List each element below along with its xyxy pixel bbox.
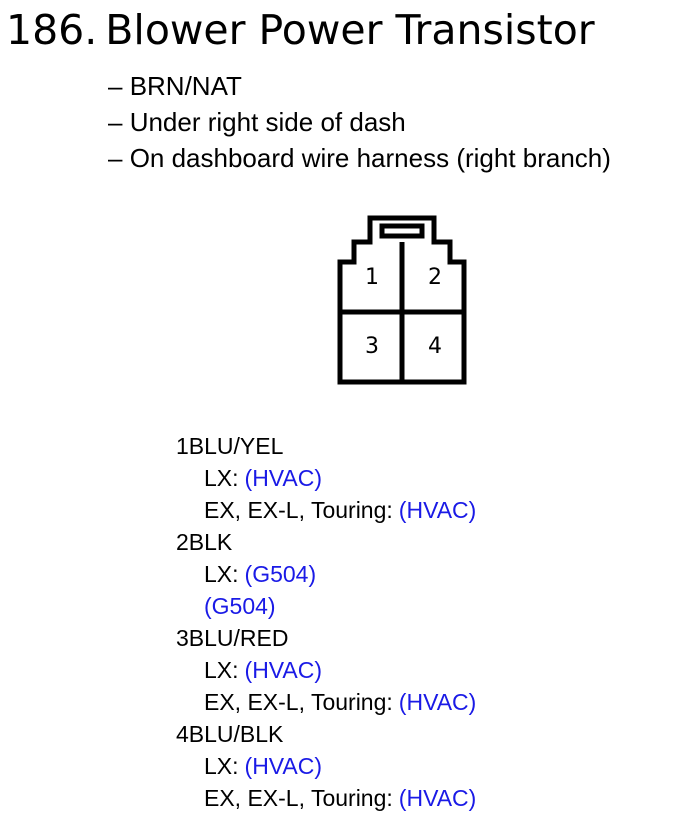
ref-link[interactable]: (HVAC) (398, 689, 477, 715)
pin-label-1: 1 (365, 265, 379, 290)
pin-header: 4BLU/BLK (176, 718, 476, 750)
ref-link[interactable]: (G504) (244, 561, 317, 587)
pin-wire-color: BLU/YEL (188, 433, 284, 459)
ref-link[interactable]: (HVAC) (244, 753, 323, 779)
pin-line: EX, EX-L, Touring:(HVAC) (176, 782, 476, 814)
pin-number: 4 (176, 721, 189, 747)
detail-color: BRN/NAT (108, 68, 611, 104)
trim-label: EX, EX-L, Touring: (204, 785, 393, 811)
pin-line: LX:(HVAC) (176, 750, 476, 782)
ref-link[interactable]: (G504) (204, 593, 276, 619)
connector-latch (379, 223, 425, 239)
pin-line: EX, EX-L, Touring:(HVAC) (176, 686, 476, 718)
pin-number: 2 (176, 529, 189, 555)
pin-number: 1 (176, 433, 189, 459)
trim-label: LX: (204, 465, 239, 491)
detail-location: Under right side of dash (108, 104, 611, 140)
connector-diagram: 1 2 3 4 (337, 215, 467, 385)
ref-link[interactable]: (HVAC) (244, 465, 323, 491)
ref-link[interactable]: (HVAC) (398, 785, 477, 811)
ref-link[interactable]: (HVAC) (244, 657, 323, 683)
pin-line: LX:(G504) (176, 558, 476, 590)
pin-entry-2: 2BLK LX:(G504) (G504) (176, 526, 476, 622)
pin-wire-color: BLU/RED (188, 625, 289, 651)
pin-header: 1BLU/YEL (176, 430, 476, 462)
ref-link[interactable]: (HVAC) (398, 497, 477, 523)
component-name: Blower Power Transistor (105, 6, 595, 54)
pin-number: 3 (176, 625, 189, 651)
pin-label-2: 2 (428, 265, 442, 290)
pin-label-3: 3 (365, 334, 379, 359)
pin-wire-color: BLU/BLK (188, 721, 284, 747)
pin-entry-3: 3BLU/RED LX:(HVAC) EX, EX-L, Touring:(HV… (176, 622, 476, 718)
connector-outline (337, 215, 467, 385)
pin-label-4: 4 (428, 334, 442, 359)
pin-entry-4: 4BLU/BLK LX:(HVAC) EX, EX-L, Touring:(HV… (176, 718, 476, 814)
trim-label: LX: (204, 753, 239, 779)
trim-label: EX, EX-L, Touring: (204, 497, 393, 523)
trim-label: LX: (204, 561, 239, 587)
pin-entry-1: 1BLU/YEL LX:(HVAC) EX, EX-L, Touring:(HV… (176, 430, 476, 526)
pin-line: LX:(HVAC) (176, 654, 476, 686)
pin-line: EX, EX-L, Touring:(HVAC) (176, 494, 476, 526)
trim-label: EX, EX-L, Touring: (204, 689, 393, 715)
pin-header: 3BLU/RED (176, 622, 476, 654)
detail-harness: On dashboard wire harness (right branch) (108, 140, 611, 176)
pin-line: LX:(HVAC) (176, 462, 476, 494)
pin-wire-color: BLK (188, 529, 233, 555)
page-title: 186.Blower Power Transistor (6, 4, 595, 56)
pin-list: 1BLU/YEL LX:(HVAC) EX, EX-L, Touring:(HV… (176, 430, 476, 814)
component-number: 186. (6, 6, 98, 54)
trim-label: LX: (204, 657, 239, 683)
pin-line: (G504) (176, 590, 476, 622)
component-details: BRN/NAT Under right side of dash On dash… (108, 68, 611, 176)
pin-header: 2BLK (176, 526, 476, 558)
